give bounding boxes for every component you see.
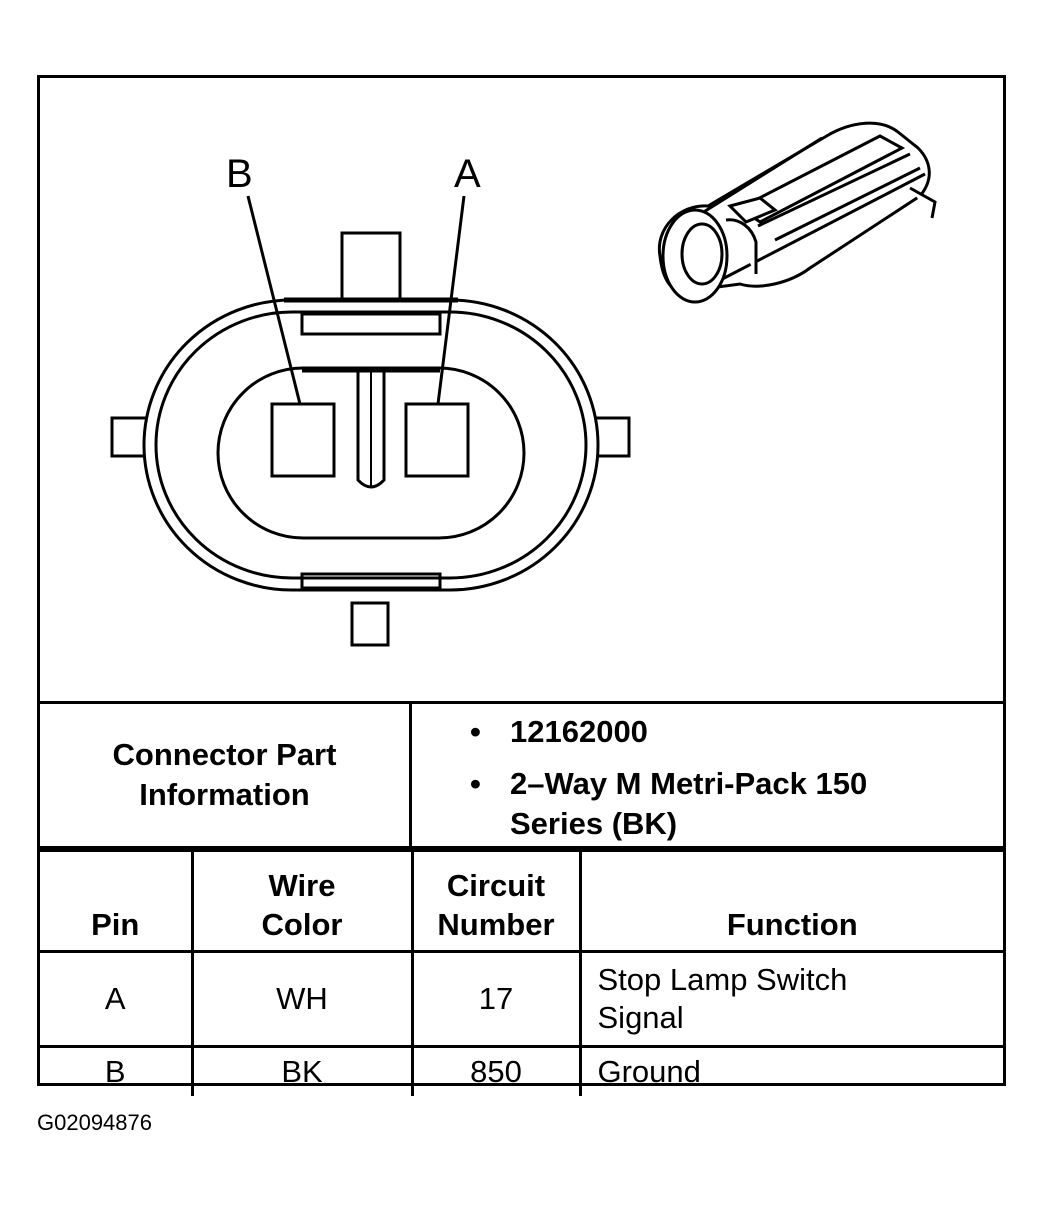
function-cell: Stop Lamp Switch Signal	[578, 950, 1003, 1048]
connector-part-info-row: Connector Part Information • 12162000 • …	[40, 701, 1003, 849]
connector-isometric-icon	[657, 121, 937, 304]
connector-series-item: • 2–Way M Metri-Pack 150 Series (BK)	[470, 766, 868, 841]
leader-line-a	[436, 195, 466, 405]
header-wire-color: Wire Color	[190, 849, 414, 953]
circuit-number-cell: 17	[410, 950, 582, 1048]
pin-table: Pin Wire Color Circuit Number Function A…	[40, 849, 1003, 1096]
bottom-guide-slot	[300, 572, 442, 590]
terminal-cavity-b	[270, 402, 336, 478]
pin-cell: B	[40, 1045, 194, 1096]
pin-table-header: Pin Wire Color Circuit Number Function	[40, 849, 1003, 953]
connector-face-view	[110, 121, 937, 647]
header-pin: Pin	[40, 849, 194, 953]
wire-color-cell: WH	[190, 950, 414, 1048]
connector-part-info-label: Connector Part Information	[40, 704, 412, 846]
leader-line-b	[246, 195, 302, 405]
bottom-key-tab	[350, 601, 390, 647]
table-row: B BK 850 Ground	[40, 1045, 1003, 1096]
bullet-icon: •	[470, 766, 481, 801]
housing-rim	[154, 310, 588, 580]
table-row: A WH 17 Stop Lamp Switch Signal	[40, 950, 1003, 1048]
header-function: Function	[578, 849, 1003, 953]
part-number-item: • 12162000	[470, 712, 870, 752]
connector-frame: B A Connector Part Information • 1216200…	[37, 75, 1006, 1096]
pin-label-b: B	[226, 152, 253, 196]
top-latch-tab	[340, 231, 402, 307]
figure-id: G02094876	[37, 1110, 152, 1135]
function-cell: Ground	[578, 1045, 1003, 1096]
connector-drawing: B A	[40, 78, 1003, 701]
bullet-icon: •	[470, 714, 481, 749]
circuit-number-cell: 850	[410, 1045, 582, 1096]
pin-cell: A	[40, 950, 194, 1048]
center-rib	[356, 372, 386, 489]
pin-label-a: A	[454, 152, 481, 196]
top-guide-slot	[300, 312, 442, 336]
connector-part-info-list: • 12162000 • 2–Way M Metri-Pack 150 Seri…	[470, 712, 870, 856]
wire-color-cell: BK	[190, 1045, 414, 1096]
header-circuit-number: Circuit Number	[410, 849, 582, 953]
terminal-cavity-a	[404, 402, 470, 478]
